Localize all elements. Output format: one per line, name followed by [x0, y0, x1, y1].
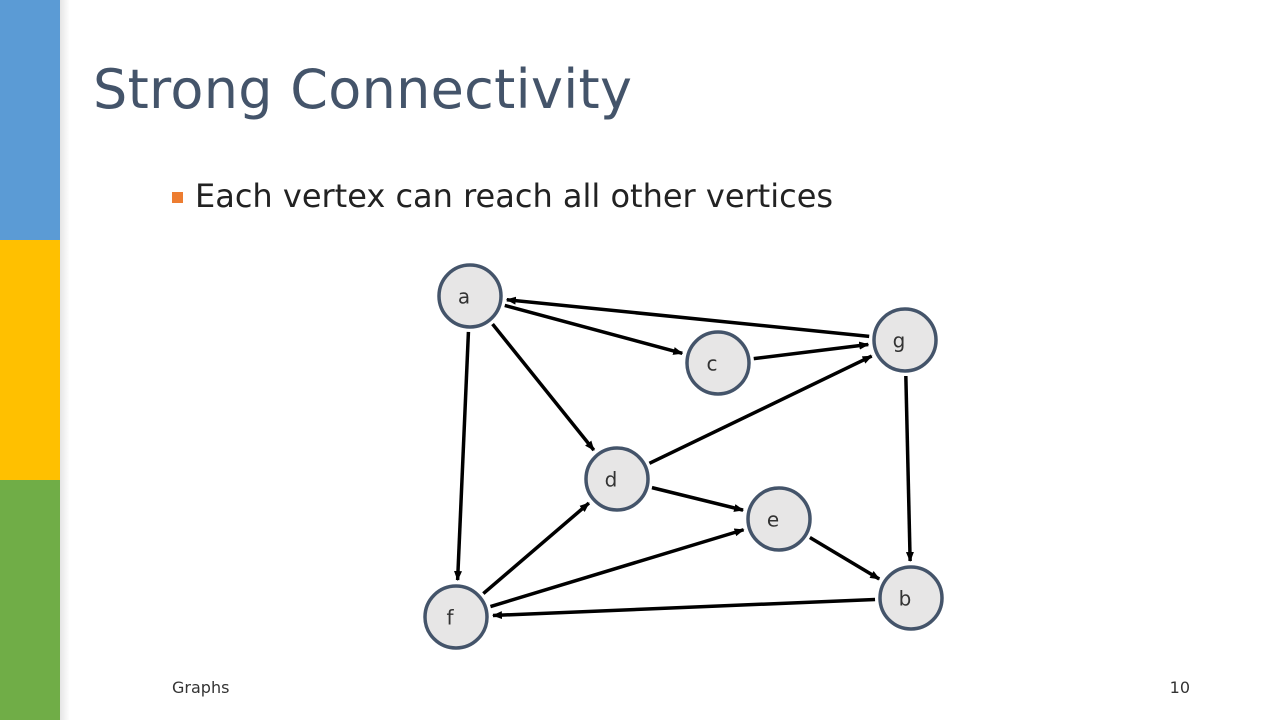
edge-d-to-g: [648, 354, 873, 465]
node-circle-d: [584, 446, 650, 512]
edge-a-to-c: [504, 303, 684, 356]
node-g: g: [872, 307, 938, 373]
bullet-item: Each vertex can reach all other vertices: [172, 176, 833, 216]
edge-c-to-g: [753, 341, 870, 361]
node-label-f: f: [446, 606, 454, 630]
node-label-g: g: [893, 329, 906, 353]
edge-b-to-f: [491, 597, 876, 620]
node-label-c: c: [707, 352, 718, 376]
stripe-shadow: [60, 0, 70, 720]
node-label-e: e: [767, 508, 779, 532]
slide-title: Strong Connectivity: [93, 58, 633, 121]
node-b: b: [878, 565, 944, 631]
node-circle-g: [872, 307, 938, 373]
node-circle-b: [878, 565, 944, 631]
edge-g-to-b: [904, 375, 914, 563]
square-bullet-icon: [172, 191, 183, 203]
edge-e-to-b: [808, 535, 881, 581]
node-circle-c: [685, 330, 751, 396]
edge-a-to-d: [491, 322, 596, 452]
node-f: f: [423, 584, 489, 650]
edge-a-to-f: [454, 331, 471, 582]
nodes-layer: a c g d e b f: [423, 263, 944, 650]
node-label-d: d: [605, 468, 618, 492]
edge-f-to-d: [482, 501, 591, 595]
stripe-green: [0, 480, 60, 720]
stripe-yellow: [0, 240, 60, 480]
node-e: e: [746, 486, 812, 552]
bullet-text: Each vertex can reach all other vertices: [195, 177, 834, 215]
node-label-b: b: [899, 587, 912, 611]
footer-label: Graphs: [172, 678, 230, 697]
node-a: a: [437, 263, 503, 329]
node-d: d: [584, 446, 650, 512]
node-circle-a: [437, 263, 503, 329]
page-number: 10: [1169, 678, 1190, 697]
edge-g-to-a: [505, 296, 870, 339]
node-c: c: [685, 330, 751, 396]
node-label-a: a: [458, 285, 470, 309]
node-circle-f: [423, 584, 489, 650]
edge-d-to-e: [651, 485, 745, 512]
edges-layer: [454, 296, 914, 620]
node-circle-e: [746, 486, 812, 552]
stripe-blue: [0, 0, 60, 240]
edge-f-to-e: [489, 528, 745, 609]
